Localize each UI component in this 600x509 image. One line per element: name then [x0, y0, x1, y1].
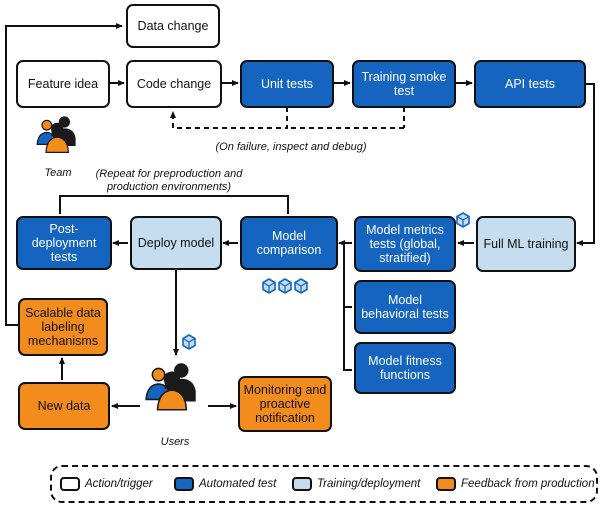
- unit-tests-node: Unit tests: [240, 60, 334, 108]
- new-data-node: New data: [18, 382, 110, 430]
- legend-label-action: Action/trigger: [85, 478, 153, 490]
- legend-item-action: Action/trigger: [60, 477, 153, 491]
- model-fitness-functions-node: Model fitness functions: [354, 342, 456, 394]
- cube-icon: [262, 278, 276, 294]
- legend-item-training: Training/deployment: [292, 477, 420, 491]
- data-change-node: Data change: [126, 4, 220, 48]
- post-deployment-tests-label: Post-deployment tests: [31, 222, 97, 264]
- code-change-label: Code change: [136, 77, 212, 91]
- users-label: Users: [160, 436, 190, 448]
- training-smoke-test-node: Training smoke test: [352, 60, 456, 108]
- legend-label-feedback: Feedback from production: [461, 478, 595, 490]
- code-change-node: Code change: [126, 60, 222, 108]
- legend-swatch-automated: [174, 477, 194, 491]
- cube-icon: [456, 212, 470, 228]
- unit-tests-label: Unit tests: [260, 77, 314, 91]
- full-ml-training-label: Full ML training: [483, 237, 569, 251]
- scalable-data-labeling-label: Scalable data labeling mechanisms: [25, 306, 101, 348]
- model-metrics-tests-label: Model metrics tests (global, stratified): [366, 223, 444, 265]
- team-label: Team: [44, 167, 72, 179]
- model-behavioral-tests-node: Model behavioral tests: [354, 280, 456, 334]
- model-metrics-tests-node: Model metrics tests (global, stratified): [354, 216, 456, 272]
- feature-idea-node: Feature idea: [16, 60, 110, 108]
- api-tests-label: API tests: [504, 77, 556, 91]
- legend-label-training: Training/deployment: [317, 478, 421, 490]
- monitoring-node: Monitoring and proactive notification: [238, 376, 332, 432]
- model-comparison-node: Model comparison: [240, 216, 338, 270]
- model-behavioral-tests-label: Model behavioral tests: [361, 293, 449, 321]
- deploy-model-node: Deploy model: [130, 216, 222, 270]
- feature-idea-label: Feature idea: [27, 77, 99, 91]
- legend: Action/trigger Automated test Training/d…: [50, 465, 598, 503]
- legend-item-automated: Automated test: [174, 477, 276, 491]
- legend-swatch-training: [292, 477, 312, 491]
- legend-label-automated: Automated test: [199, 478, 277, 490]
- monitoring-label: Monitoring and proactive notification: [243, 383, 327, 425]
- legend-swatch-feedback: [436, 477, 456, 491]
- cube-icon: [278, 278, 292, 294]
- on-failure-label: (On failure, inspect and debug): [215, 141, 367, 153]
- new-data-label: New data: [37, 399, 91, 413]
- team-people-icon: [36, 115, 77, 154]
- legend-item-feedback: Feedback from production: [436, 477, 595, 491]
- data-change-label: Data change: [137, 19, 209, 33]
- training-smoke-test-label: Training smoke test: [361, 70, 447, 98]
- api-tests-node: API tests: [474, 60, 586, 108]
- model-fitness-functions-label: Model fitness functions: [368, 354, 442, 382]
- legend-swatch-action: [60, 477, 80, 491]
- scalable-data-labeling-node: Scalable data labeling mechanisms: [18, 298, 108, 356]
- full-ml-training-node: Full ML training: [476, 216, 576, 272]
- post-deployment-tests-node: Post-deployment tests: [16, 216, 112, 270]
- model-comparison-label: Model comparison: [256, 229, 322, 257]
- cube-icon: [182, 334, 196, 350]
- users-people-icon: [145, 362, 197, 411]
- deploy-model-label: Deploy model: [137, 236, 215, 250]
- repeat-note-label: (Repeat for preproduction and production…: [95, 168, 243, 193]
- cube-icon: [294, 278, 308, 294]
